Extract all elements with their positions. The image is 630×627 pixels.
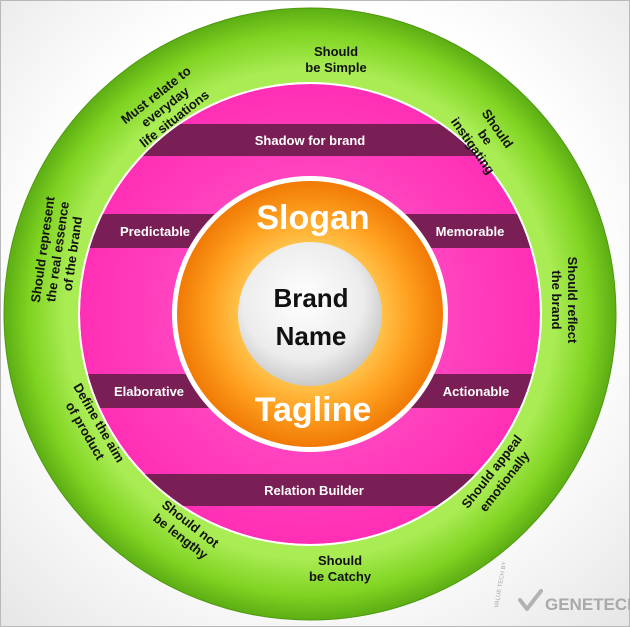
brand-name-line1: Brand [273,283,348,313]
svg-text:be Simple: be Simple [305,60,366,75]
watermark-brand: GENETECH [545,595,630,614]
svg-text:be Catchy: be Catchy [309,569,372,584]
check-logo-icon [518,589,543,611]
band-label-upper-right: Memorable [436,224,505,239]
ring-label-simple: Should be Simple [305,44,366,75]
ring-label-catchy: Should be Catchy [309,553,372,584]
brand-name-line2: Name [276,321,347,351]
band-label-lower-left: Elaborative [114,384,184,399]
watermark-small-text: VALUE TECH BY [494,561,508,608]
ring-label-reflect: Should reflect the brand [549,257,580,344]
genetech-watermark: VALUE TECH BY GENETECH [494,561,630,614]
band-label-lower-right: Actionable [443,384,509,399]
band-label-bottom: Relation Builder [264,483,364,498]
svg-text:Should: Should [318,553,362,568]
svg-text:Should: Should [314,44,358,59]
svg-text:Should reflect: Should reflect [565,257,580,344]
slogan-label: Slogan [256,199,369,237]
svg-text:the brand: the brand [549,270,564,329]
band-label-upper-left: Predictable [120,224,190,239]
center-disc [238,242,382,386]
tagline-label: Tagline [255,391,372,429]
svg-text:be: be [475,127,496,148]
band-label-top: Shadow for brand [255,133,366,148]
